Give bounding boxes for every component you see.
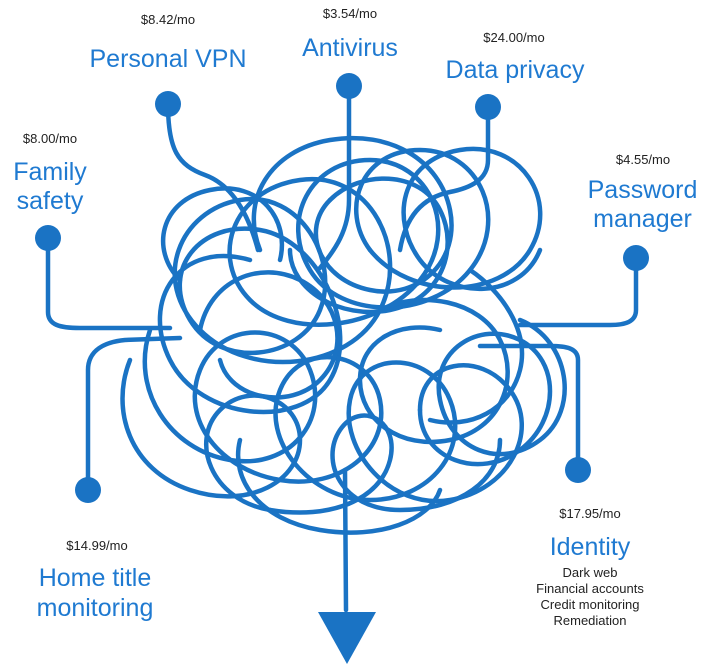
- password-connector: [517, 255, 639, 328]
- antivirus-price: $3.54/mo: [322, 6, 378, 21]
- password-label-line2: manager: [593, 205, 692, 233]
- password-label-line1: Password: [587, 176, 698, 204]
- identity-price: $17.95/mo: [559, 506, 621, 521]
- identity-node: [565, 457, 591, 483]
- home-title-label-line1: Home title: [38, 564, 152, 592]
- vpn-node: [155, 91, 181, 117]
- home-title-label-line2: monitoring: [36, 594, 154, 622]
- antivirus-label: Antivirus: [302, 34, 398, 62]
- home-title-connector: [85, 335, 183, 493]
- family-label-line2: safety: [16, 187, 84, 215]
- identity-feature: Remediation: [553, 613, 627, 628]
- output-arrow: [318, 612, 376, 664]
- password-node: [623, 245, 649, 271]
- identity-feature: Credit monitoring: [540, 597, 640, 612]
- privacy-label: Data privacy: [445, 56, 585, 84]
- home-title-node: [75, 477, 101, 503]
- password-price: $4.55/mo: [615, 152, 671, 167]
- vpn-price: $8.42/mo: [140, 12, 196, 27]
- vpn-connector: [165, 101, 261, 253]
- identity-label: Identity: [549, 533, 631, 561]
- family-connector: [45, 235, 173, 331]
- family-label-line1: Family: [13, 158, 87, 186]
- identity-feature: Dark web: [562, 565, 618, 580]
- family-price: $8.00/mo: [22, 131, 78, 146]
- home-title-price: $14.99/mo: [66, 538, 128, 553]
- family-node: [35, 225, 61, 251]
- privacy-price: $24.00/mo: [483, 30, 545, 45]
- identity-feature: Financial accounts: [536, 581, 644, 596]
- antivirus-node: [336, 73, 362, 99]
- vpn-label: Personal VPN: [89, 45, 247, 73]
- privacy-node: [475, 94, 501, 120]
